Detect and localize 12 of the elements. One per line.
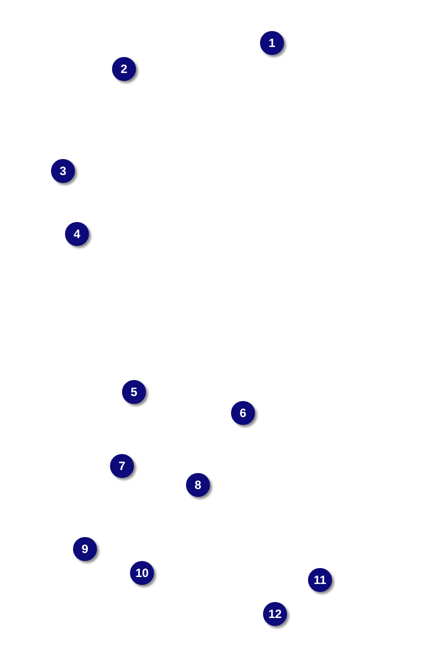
callout-number: 2: [112, 57, 136, 81]
callout-number: 4: [65, 222, 89, 246]
callout-number: 1: [260, 31, 284, 55]
callout-number: 12: [263, 602, 287, 626]
callout-number: 10: [130, 561, 154, 585]
callout-number: 3: [51, 159, 75, 183]
callout-number: 8: [186, 473, 210, 497]
callout-number: 6: [231, 401, 255, 425]
callout-number: 11: [308, 568, 332, 592]
callout-number: 7: [110, 454, 134, 478]
callout-number: 5: [122, 380, 146, 404]
callout-number: 9: [73, 537, 97, 561]
